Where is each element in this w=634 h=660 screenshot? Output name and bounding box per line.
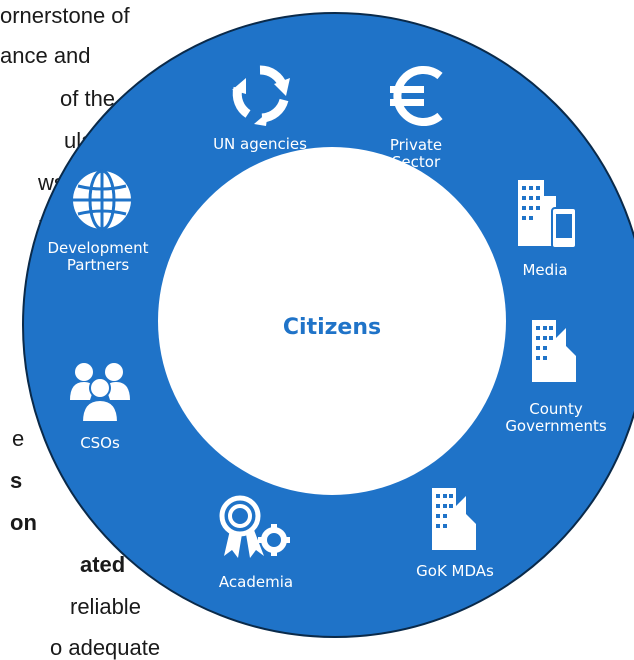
stakeholder-ring: [22, 12, 634, 638]
buildings-icon: [432, 488, 476, 550]
buildings-icon: [532, 320, 576, 382]
bg-text-line: on: [10, 510, 37, 535]
center-label-citizens: Citizens: [282, 315, 382, 340]
stakeholder-label-private-sector: Private Sector: [390, 137, 442, 171]
bg-text-line: ornerstone of: [0, 3, 130, 28]
stakeholder-label-csos: CSOs: [80, 434, 120, 452]
stakeholder-label-county-governments: County Governments: [505, 401, 606, 435]
label-line: County: [529, 400, 583, 418]
refresh-cycle-icon: [232, 65, 290, 126]
bg-text-line: reliable: [70, 594, 141, 619]
stakeholder-label-development-partners: Development Partners: [48, 240, 149, 274]
bg-text-line: s: [10, 468, 23, 493]
label-line: Governments: [505, 417, 607, 435]
stakeholder-label-gok-mdas: GoK MDAs: [416, 562, 494, 580]
bg-text-line: ance and: [0, 43, 91, 68]
people-group-icon: [70, 363, 130, 423]
stakeholder-label-media: Media: [522, 261, 568, 279]
buildings-phone-icon: [518, 180, 577, 249]
label-line: Private: [389, 136, 443, 154]
globe-icon: [73, 169, 131, 231]
stakeholder-label-academia: Academia: [218, 573, 294, 591]
label-line: Partners: [66, 256, 130, 274]
euro-icon: [390, 66, 443, 126]
bg-text-line: ated: [80, 552, 126, 577]
bg-text-line: of the: [60, 86, 116, 111]
bg-text-line: e: [12, 426, 25, 451]
stakeholder-label-un-agencies: UN agencies: [213, 135, 307, 153]
label-line: Development: [47, 239, 149, 257]
label-line: Sector: [391, 153, 441, 171]
award-gear-icon: [219, 495, 290, 558]
